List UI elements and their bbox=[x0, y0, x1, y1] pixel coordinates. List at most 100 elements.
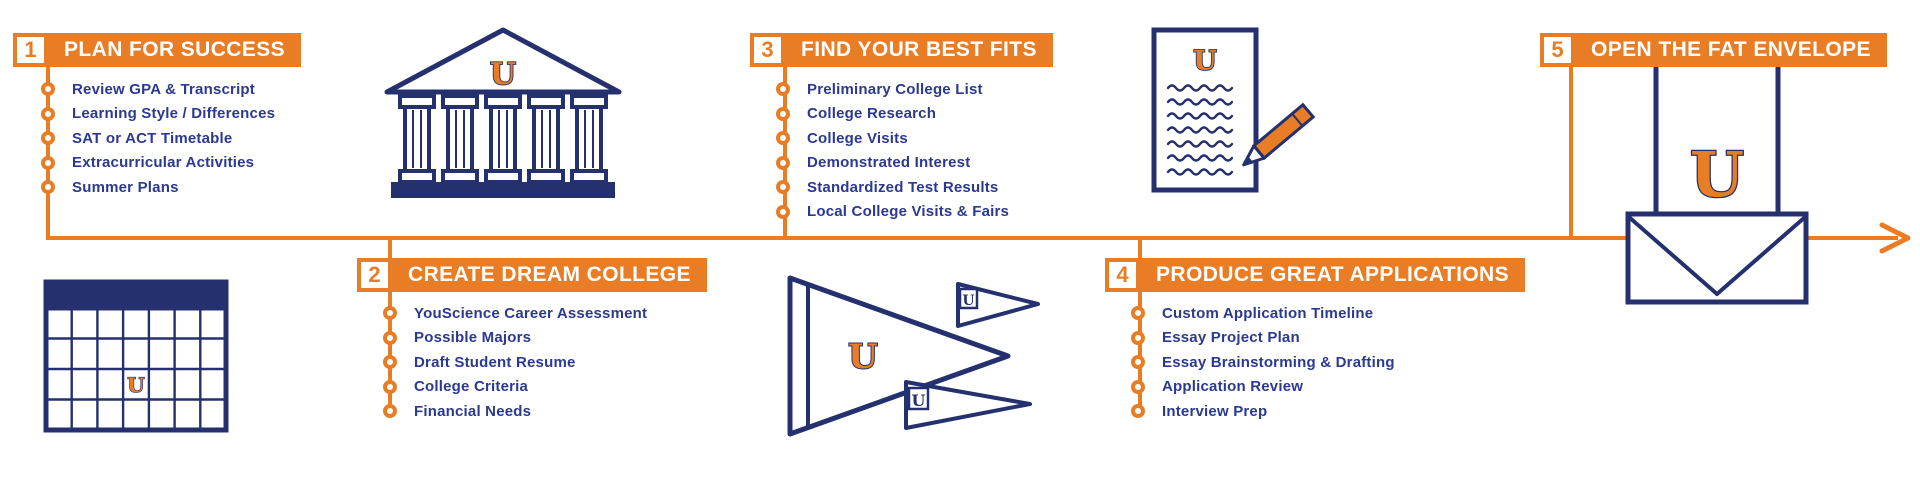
bullet-dot-icon bbox=[776, 155, 790, 170]
pencil-icon bbox=[1242, 102, 1316, 167]
step1-title-bar: PLAN FOR SUCCESS bbox=[48, 33, 302, 67]
pennant-large: U bbox=[787, 275, 1011, 437]
bullet-dot-icon bbox=[1131, 404, 1145, 419]
calendar-header-band bbox=[43, 279, 229, 311]
step2-number-badge: 2 bbox=[357, 258, 392, 292]
calendar-u-monogram: U bbox=[127, 373, 144, 397]
bullet-dot-icon bbox=[1131, 330, 1145, 345]
list-item: Interview Prep bbox=[1131, 399, 1395, 424]
step1-title: PLAN FOR SUCCESS bbox=[64, 38, 286, 61]
list-item-label: Application Review bbox=[1162, 378, 1304, 396]
list-item: Review GPA & Transcript bbox=[41, 77, 275, 102]
list-item: SAT or ACT Timetable bbox=[41, 126, 275, 151]
list-item-label: Possible Majors bbox=[414, 329, 532, 347]
list-item: Local College Visits & Fairs bbox=[776, 200, 1009, 225]
step2-header: 2 CREATE DREAM COLLEGE bbox=[357, 258, 707, 292]
timeline-arrow-icon bbox=[1879, 222, 1911, 254]
step1-item-list: Review GPA & Transcript Learning Style /… bbox=[41, 77, 275, 200]
bullet-dot-icon bbox=[1131, 306, 1145, 321]
bullet-dot-icon bbox=[383, 355, 397, 370]
list-item: Essay Brainstorming & Drafting bbox=[1131, 350, 1395, 375]
step2-title-bar: CREATE DREAM COLLEGE bbox=[392, 258, 707, 292]
step4-title-bar: PRODUCE GREAT APPLICATIONS bbox=[1140, 258, 1526, 292]
list-item-label: College Criteria bbox=[414, 378, 529, 396]
envelope-u-monogram: U bbox=[1690, 138, 1744, 211]
list-item-label: Review GPA & Transcript bbox=[72, 80, 255, 98]
bullet-dot-icon bbox=[383, 404, 397, 419]
list-item-label: SAT or ACT Timetable bbox=[72, 129, 233, 147]
list-item-label: Essay Project Plan bbox=[1162, 329, 1300, 347]
step5-title-bar: OPEN THE FAT ENVELOPE bbox=[1575, 33, 1887, 67]
list-item-label: Draft Student Resume bbox=[414, 353, 576, 371]
envelope-letter-sheet bbox=[1653, 57, 1781, 223]
bullet-dot-icon bbox=[383, 306, 397, 321]
pennant-small-top-u-monogram: U bbox=[962, 293, 974, 309]
step1-header: 1 PLAN FOR SUCCESS bbox=[13, 33, 302, 67]
list-item-label: Interview Prep bbox=[1162, 402, 1268, 420]
list-item-label: Financial Needs bbox=[414, 402, 532, 420]
pennant-large-u-monogram: U bbox=[848, 337, 878, 377]
step1-number: 1 bbox=[24, 37, 37, 62]
list-item: Extracurricular Activities bbox=[41, 151, 275, 176]
bullet-dot-icon bbox=[776, 180, 790, 195]
bullet-dot-icon bbox=[383, 330, 397, 345]
pennant-flags-icon: U U U bbox=[787, 275, 1040, 437]
building-base-platform bbox=[391, 182, 615, 198]
paper-text-squiggles bbox=[1166, 84, 1234, 176]
list-item-label: Essay Brainstorming & Drafting bbox=[1162, 353, 1395, 371]
bullet-dot-icon bbox=[41, 106, 55, 121]
envelope-pocket bbox=[1625, 211, 1809, 305]
list-item: Draft Student Resume bbox=[383, 350, 647, 375]
step4-title: PRODUCE GREAT APPLICATIONS bbox=[1156, 263, 1510, 286]
step3-connector-line bbox=[783, 50, 787, 240]
bullet-dot-icon bbox=[776, 131, 790, 146]
pennant-small-top: U bbox=[956, 282, 1040, 328]
bullet-dot-icon bbox=[41, 82, 55, 97]
fat-envelope-icon: U bbox=[1625, 57, 1809, 305]
list-item-label: Standardized Test Results bbox=[807, 178, 999, 196]
bullet-dot-icon bbox=[776, 204, 790, 219]
step3-title-bar: FIND YOUR BEST FITS bbox=[785, 33, 1053, 67]
list-item: Application Review bbox=[1131, 375, 1395, 400]
envelope-fold-lines bbox=[1628, 216, 1806, 296]
list-item-label: College Research bbox=[807, 105, 937, 123]
list-item: College Visits bbox=[776, 126, 1009, 151]
building-u-monogram: U bbox=[490, 57, 516, 92]
list-item-label: Summer Plans bbox=[72, 178, 179, 196]
list-item: Preliminary College List bbox=[776, 77, 1009, 102]
step4-number-badge: 4 bbox=[1105, 258, 1140, 292]
bullet-dot-icon bbox=[41, 131, 55, 146]
building-columns bbox=[398, 94, 608, 184]
pennant-small-bottom-u-monogram: U bbox=[912, 391, 926, 410]
list-item: Custom Application Timeline bbox=[1131, 301, 1395, 326]
list-item: Standardized Test Results bbox=[776, 175, 1009, 200]
step5-header: 5 OPEN THE FAT ENVELOPE bbox=[1540, 33, 1887, 67]
step3-header: 3 FIND YOUR BEST FITS bbox=[750, 33, 1053, 67]
list-item-label: College Visits bbox=[807, 129, 908, 147]
list-item-label: Custom Application Timeline bbox=[1162, 304, 1374, 322]
list-item: Summer Plans bbox=[41, 175, 275, 200]
calendar-grid bbox=[46, 308, 226, 430]
bullet-dot-icon bbox=[41, 180, 55, 195]
step5-number: 5 bbox=[1551, 37, 1564, 62]
step1-number-badge: 1 bbox=[13, 33, 48, 67]
step5-number-badge: 5 bbox=[1540, 33, 1575, 67]
bullet-dot-icon bbox=[776, 106, 790, 121]
list-item: Financial Needs bbox=[383, 399, 647, 424]
step4-number: 4 bbox=[1116, 262, 1129, 287]
list-item-label: Demonstrated Interest bbox=[807, 154, 971, 172]
step2-title: CREATE DREAM COLLEGE bbox=[408, 263, 691, 286]
list-item: Essay Project Plan bbox=[1131, 326, 1395, 351]
list-item: YouScience Career Assessment bbox=[383, 301, 647, 326]
list-item: Possible Majors bbox=[383, 326, 647, 351]
bullet-dot-icon bbox=[1131, 355, 1145, 370]
list-item-label: Learning Style / Differences bbox=[72, 105, 276, 123]
list-item-label: Extracurricular Activities bbox=[72, 154, 255, 172]
list-item-label: Preliminary College List bbox=[807, 80, 983, 98]
list-item-label: Local College Visits & Fairs bbox=[807, 203, 1010, 221]
step2-number: 2 bbox=[368, 262, 381, 287]
list-item-label: YouScience Career Assessment bbox=[414, 304, 648, 322]
list-item: Demonstrated Interest bbox=[776, 151, 1009, 176]
step5-connector-line bbox=[1569, 50, 1573, 240]
